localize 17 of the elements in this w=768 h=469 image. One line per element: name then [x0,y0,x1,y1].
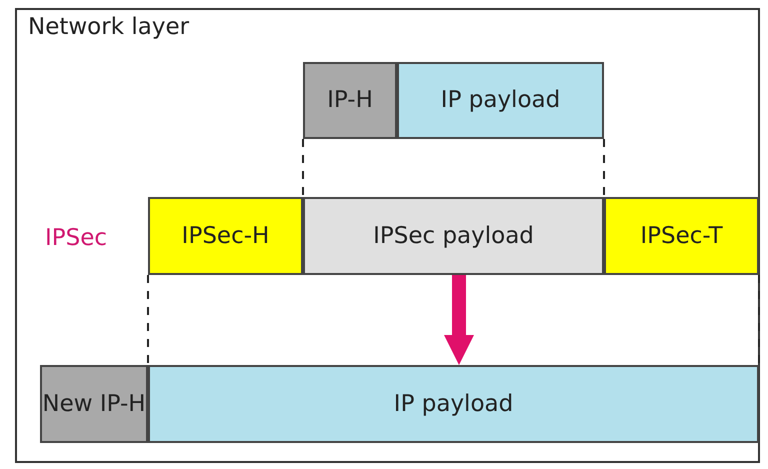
field-label: IPSec-H [182,222,270,250]
field-label: IP payload [394,390,514,418]
layer-frame [15,8,760,463]
field-label: IPSec payload [373,222,534,250]
field-label: IP-H [327,87,373,114]
packet-field [604,197,759,275]
protocol-label: IPSec [45,225,108,251]
packet-field [148,365,759,443]
field-label: IP payload [440,87,560,114]
field-label: IPSec-T [640,222,723,250]
packet-field [303,62,397,139]
field-label: New IP-H [42,390,146,418]
packet-field [303,197,604,275]
packet-field [148,197,303,275]
layer-title: Network layer [28,14,190,40]
packet-field [397,62,604,139]
packet-field [40,365,148,443]
